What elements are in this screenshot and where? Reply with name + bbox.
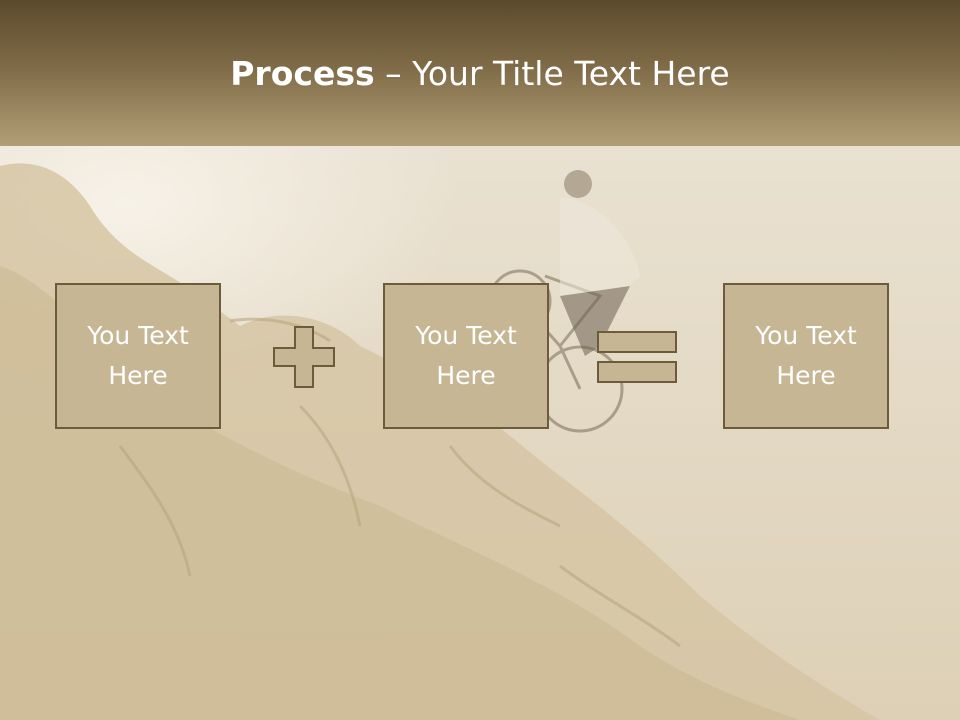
page-title: Process – Your Title Text Here	[0, 52, 960, 96]
background-photo	[0, 146, 960, 720]
title-bar: Process – Your Title Text Here	[0, 0, 960, 146]
plus-icon	[273, 326, 335, 388]
title-separator: –	[374, 54, 413, 93]
title-rest: Your Title Text Here	[412, 54, 730, 93]
text-box-2[interactable]: You Text Here	[383, 283, 549, 429]
text-box-2-label: You Text Here	[415, 321, 517, 390]
text-box-1[interactable]: You Text Here	[55, 283, 221, 429]
text-box-3[interactable]: You Text Here	[723, 283, 889, 429]
title-bold: Process	[230, 54, 375, 93]
equals-icon	[597, 331, 677, 383]
text-box-3-label: You Text Here	[755, 321, 857, 390]
text-box-1-label: You Text Here	[87, 321, 189, 390]
